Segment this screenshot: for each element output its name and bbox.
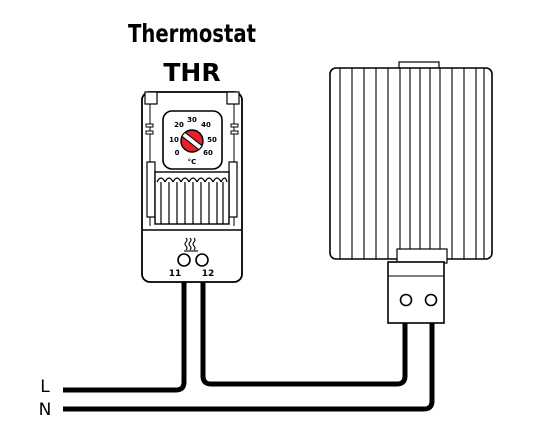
heatsink-body	[329, 67, 493, 260]
wire-neutral	[63, 322, 435, 412]
dial-label-50: 50	[207, 136, 217, 144]
dial-unit: °C	[188, 158, 197, 166]
dial-label-0: 0	[175, 149, 180, 157]
wire-live	[63, 276, 187, 393]
dial-label-30: 30	[187, 116, 197, 124]
heatsink-fins	[339, 68, 485, 259]
heater	[329, 61, 493, 324]
thermostat	[141, 91, 243, 283]
terminal-screw-11	[177, 253, 191, 267]
heater-terminal-block	[387, 261, 445, 324]
title-line-1: Thermostat	[128, 19, 256, 48]
connector-neck	[396, 248, 448, 264]
vent-fins	[156, 177, 228, 224]
terminal-screw-12	[195, 253, 209, 267]
wire-thermostat-to-heater	[200, 276, 408, 387]
wire-label-neutral: N	[39, 400, 52, 420]
dial-label-60: 60	[203, 149, 213, 157]
terminal-label-11: 11	[169, 269, 182, 279]
heat-symbol-icon	[184, 237, 198, 252]
terminal-label-12: 12	[202, 269, 215, 279]
dial-scale: 20 30 40 10 50 0 60 °C	[169, 116, 217, 166]
temperature-dial-knob[interactable]	[180, 129, 204, 153]
wire-label-live: L	[40, 377, 50, 397]
wires	[63, 276, 435, 412]
heater-terminal-screw-left	[399, 293, 413, 307]
heater-terminal-screw-right	[424, 293, 438, 307]
dial-label-40: 40	[201, 121, 211, 129]
title-line-2: THR	[163, 58, 220, 87]
dial-label-20: 20	[174, 121, 184, 129]
dial-label-10: 10	[169, 136, 179, 144]
